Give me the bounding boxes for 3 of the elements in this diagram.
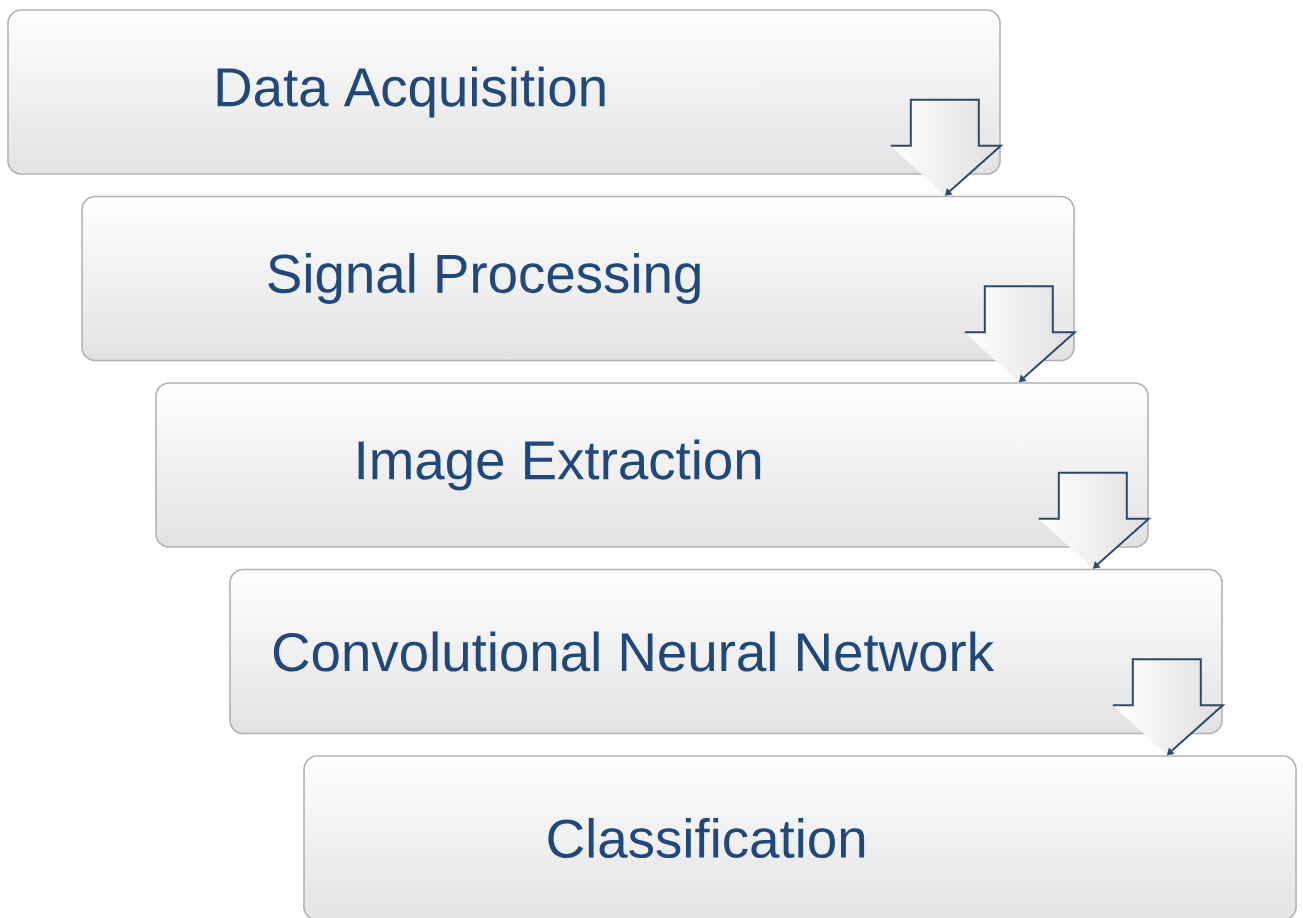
- process-box: Classification: [303, 755, 1297, 918]
- arrow: [889, 98, 1004, 196]
- arrow: [1037, 471, 1152, 569]
